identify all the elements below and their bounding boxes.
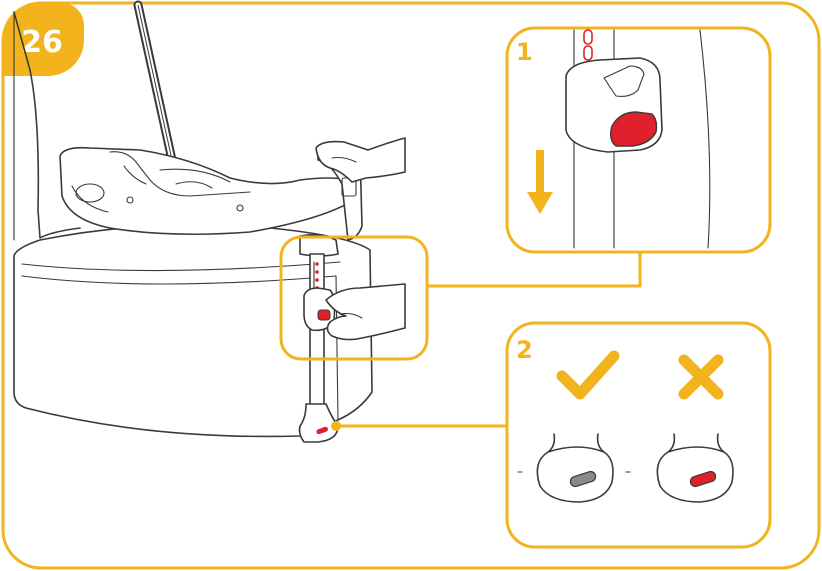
panel-2: 2 xyxy=(507,323,770,547)
infant-carrier-shell xyxy=(60,148,360,235)
down-arrow-icon xyxy=(527,150,553,214)
check-icon xyxy=(562,356,614,394)
panel-1-number: 1 xyxy=(516,38,533,66)
cross-icon xyxy=(684,360,718,394)
main-illustration xyxy=(14,5,405,442)
connector-panel-1 xyxy=(427,252,640,286)
step-number: 26 xyxy=(21,25,63,60)
hand-top xyxy=(316,138,405,182)
foot-incorrect xyxy=(657,434,733,502)
panel-2-number: 2 xyxy=(516,336,533,364)
connector-dot xyxy=(331,421,341,431)
foot-correct xyxy=(518,434,630,502)
hand-bottom xyxy=(326,284,405,340)
support-leg xyxy=(310,254,324,410)
panel-1: 1 xyxy=(507,28,770,252)
